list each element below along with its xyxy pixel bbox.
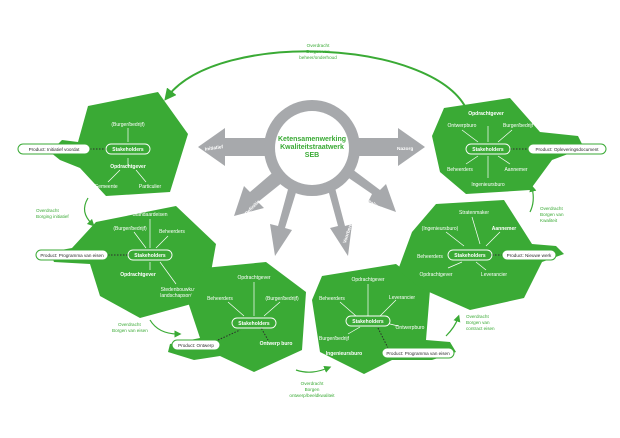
definitie-role-5: landschapsontwerper: [160, 293, 208, 299]
initiatief-product: Product: Initiatief voordat: [29, 147, 81, 152]
definitie-role-3: Opdrachtgever: [120, 272, 156, 278]
transfer-2-l1: Overdracht: [118, 322, 141, 327]
voorbereiding-product: Product: Programma van eisen: [386, 351, 450, 356]
nazorg-role-1: Ontwerpburo: [448, 123, 477, 129]
ontwerp-product: Product: Ontwerp: [178, 343, 214, 348]
ontwerp-role-0: Opdrachtgever: [237, 275, 270, 281]
ontwerp-role-1: Beheerders: [207, 296, 233, 302]
definitie-role-1: (Burger/bedrijf): [113, 226, 147, 232]
voorbereiding-role-3: Ontwerpburo: [396, 325, 425, 331]
definitie-product-pill: [35, 249, 109, 261]
voorbereiding-role-4: Burger/bedrijf: [319, 336, 350, 342]
transfer-1-l1: Overdracht: [36, 208, 59, 213]
nazorg-role-4: Aannemer: [504, 167, 527, 173]
initiatief-role-0: (Burger/bedrijf): [111, 122, 145, 128]
nazorg-stakeholders: Stakeholders: [472, 147, 504, 153]
center-disc: [275, 111, 349, 185]
arrow-initiatief: [198, 128, 272, 166]
realisatie-product: Product: Nieuwe werk: [507, 253, 552, 258]
arrow-nazorg: [352, 128, 425, 166]
transfer-4-l1: Overdracht: [466, 314, 489, 319]
top-curve-arrow: [164, 50, 467, 109]
ontwerp-stakeholders: Stakeholders: [238, 321, 270, 327]
ontwerp-role-2: (Burger/bedrijf): [265, 296, 299, 302]
center-title-3: SEB: [305, 152, 319, 159]
nazorg-role-3: Beheerders: [447, 167, 473, 173]
transfer-1-l2: Borging initiatief: [36, 214, 69, 219]
top-transfer-l3: beheer/onderhoud: [299, 55, 337, 60]
definitie-role-0: Standaardeisen: [132, 212, 167, 218]
arrow-label-initiatief: Initiatief: [204, 144, 223, 153]
initiatief-product-pill: [17, 143, 91, 155]
transfer-5-l3: Kwaliteit: [540, 218, 558, 223]
initiatief-role-2: Gemeente: [94, 184, 118, 190]
realisatie-role-0: Stratenmaker: [459, 210, 489, 216]
arrow-label-nazorg: Nazorg: [397, 146, 413, 152]
center-title-1: Ketensamenwerking: [278, 136, 346, 143]
panel-initiatief: (Burger/bedrijf) Stakeholders Opdrachtge…: [17, 92, 188, 196]
arrow-definitie: [234, 168, 288, 216]
transfer-5-l2: Borgen van: [540, 212, 564, 217]
arrow-realisatie: [340, 166, 396, 212]
realisatie-stakeholders: Stakeholders: [454, 253, 486, 259]
nazorg-role-2: Burger/bedrijf: [503, 123, 534, 129]
transfer-3-l1: Overdracht: [301, 381, 324, 386]
realisatie-role-3: Beheerders: [417, 254, 443, 260]
voorbereiding-role-0: Opdrachtgever: [351, 277, 384, 283]
definitie-stakeholders-pill: [127, 249, 173, 261]
initiatief-stakeholders: Stakeholders: [112, 147, 144, 153]
realisatie-role-1: (Ingenieursburo): [422, 226, 459, 232]
transfer-5-l1: Overdracht: [540, 206, 563, 211]
ontwerp-product-pill: [171, 339, 221, 351]
initiatief-stakeholders-pill: [105, 143, 151, 155]
panel-realisatie: Stratenmaker (Ingenieursburo) Aannemer S…: [398, 200, 564, 310]
voorbereiding-role-2: Leverancier: [389, 295, 415, 301]
arrow-label-ontwerp: Ontwerp: [258, 225, 270, 245]
voorbereiding-role-5: Ingenieursburo: [326, 351, 362, 357]
realisatie-stakeholders-pill: [447, 249, 493, 261]
arrow-voorbereiding: [326, 182, 352, 256]
panel-voorbereiding: Opdrachtgever Beheerders Leverancier Sta…: [312, 264, 456, 374]
definitie-role-4: Stedenbouwkundige/: [161, 287, 208, 293]
nazorg-role-5: Ingenieursburo: [471, 182, 505, 188]
nazorg-product-pill: [527, 143, 607, 155]
transfer-4-l2: Borgen van: [466, 320, 490, 325]
definitie-product: Product: Programma van eisen: [40, 253, 104, 258]
voorbereiding-stakeholders-pill: [345, 315, 391, 327]
voorbereiding-role-1: Beheerders: [319, 296, 345, 302]
panel-nazorg: Opdrachtgever Ontwerpburo Burger/bedrijf…: [432, 98, 607, 194]
realisatie-role-5: Leverancier: [481, 272, 507, 278]
panel-ontwerp: Opdrachtgever Beheerders (Burger/bedrijf…: [168, 262, 306, 372]
ontwerp-role-3: Ontwerp buro: [260, 341, 293, 347]
realisatie-role-2: Aannemer: [492, 226, 517, 232]
arrow-ontwerp: [270, 182, 298, 256]
transfer-2-l2: Borgen van eisen: [112, 328, 148, 333]
nazorg-stakeholders-pill: [465, 143, 511, 155]
realisatie-product-pill: [501, 249, 557, 261]
top-transfer-l1: Overdracht: [307, 43, 330, 48]
initiatief-role-3: Particulier: [139, 184, 162, 190]
voorbereiding-product-pill: [381, 347, 455, 359]
transfer-3-l2: Borgen: [305, 387, 320, 392]
top-transfer-l2: Borgen van: [306, 49, 330, 54]
transfer-4-l3: contract eisen: [466, 326, 495, 331]
transfer-3-l3: ontwerp/beeldkwaliteit: [289, 393, 335, 398]
initiatief-role-1: Opdrachtgever: [110, 164, 146, 170]
nazorg-product: Product: Opleveringsdocument: [535, 147, 599, 152]
center-title-2: Kwaliteitstraatwerk: [280, 144, 344, 151]
voorbereiding-stakeholders: Stakeholders: [352, 319, 384, 325]
panel-definitie: Standaardeisen (Burger/bedrijf) Beheerde…: [35, 206, 216, 318]
ontwerp-stakeholders-pill: [231, 317, 277, 329]
definitie-stakeholders: Stakeholders: [134, 253, 166, 259]
nazorg-role-0: Opdrachtgever: [468, 111, 504, 117]
definitie-role-2: Beheerders: [159, 229, 185, 235]
realisatie-role-4: Opdrachtgever: [419, 272, 452, 278]
